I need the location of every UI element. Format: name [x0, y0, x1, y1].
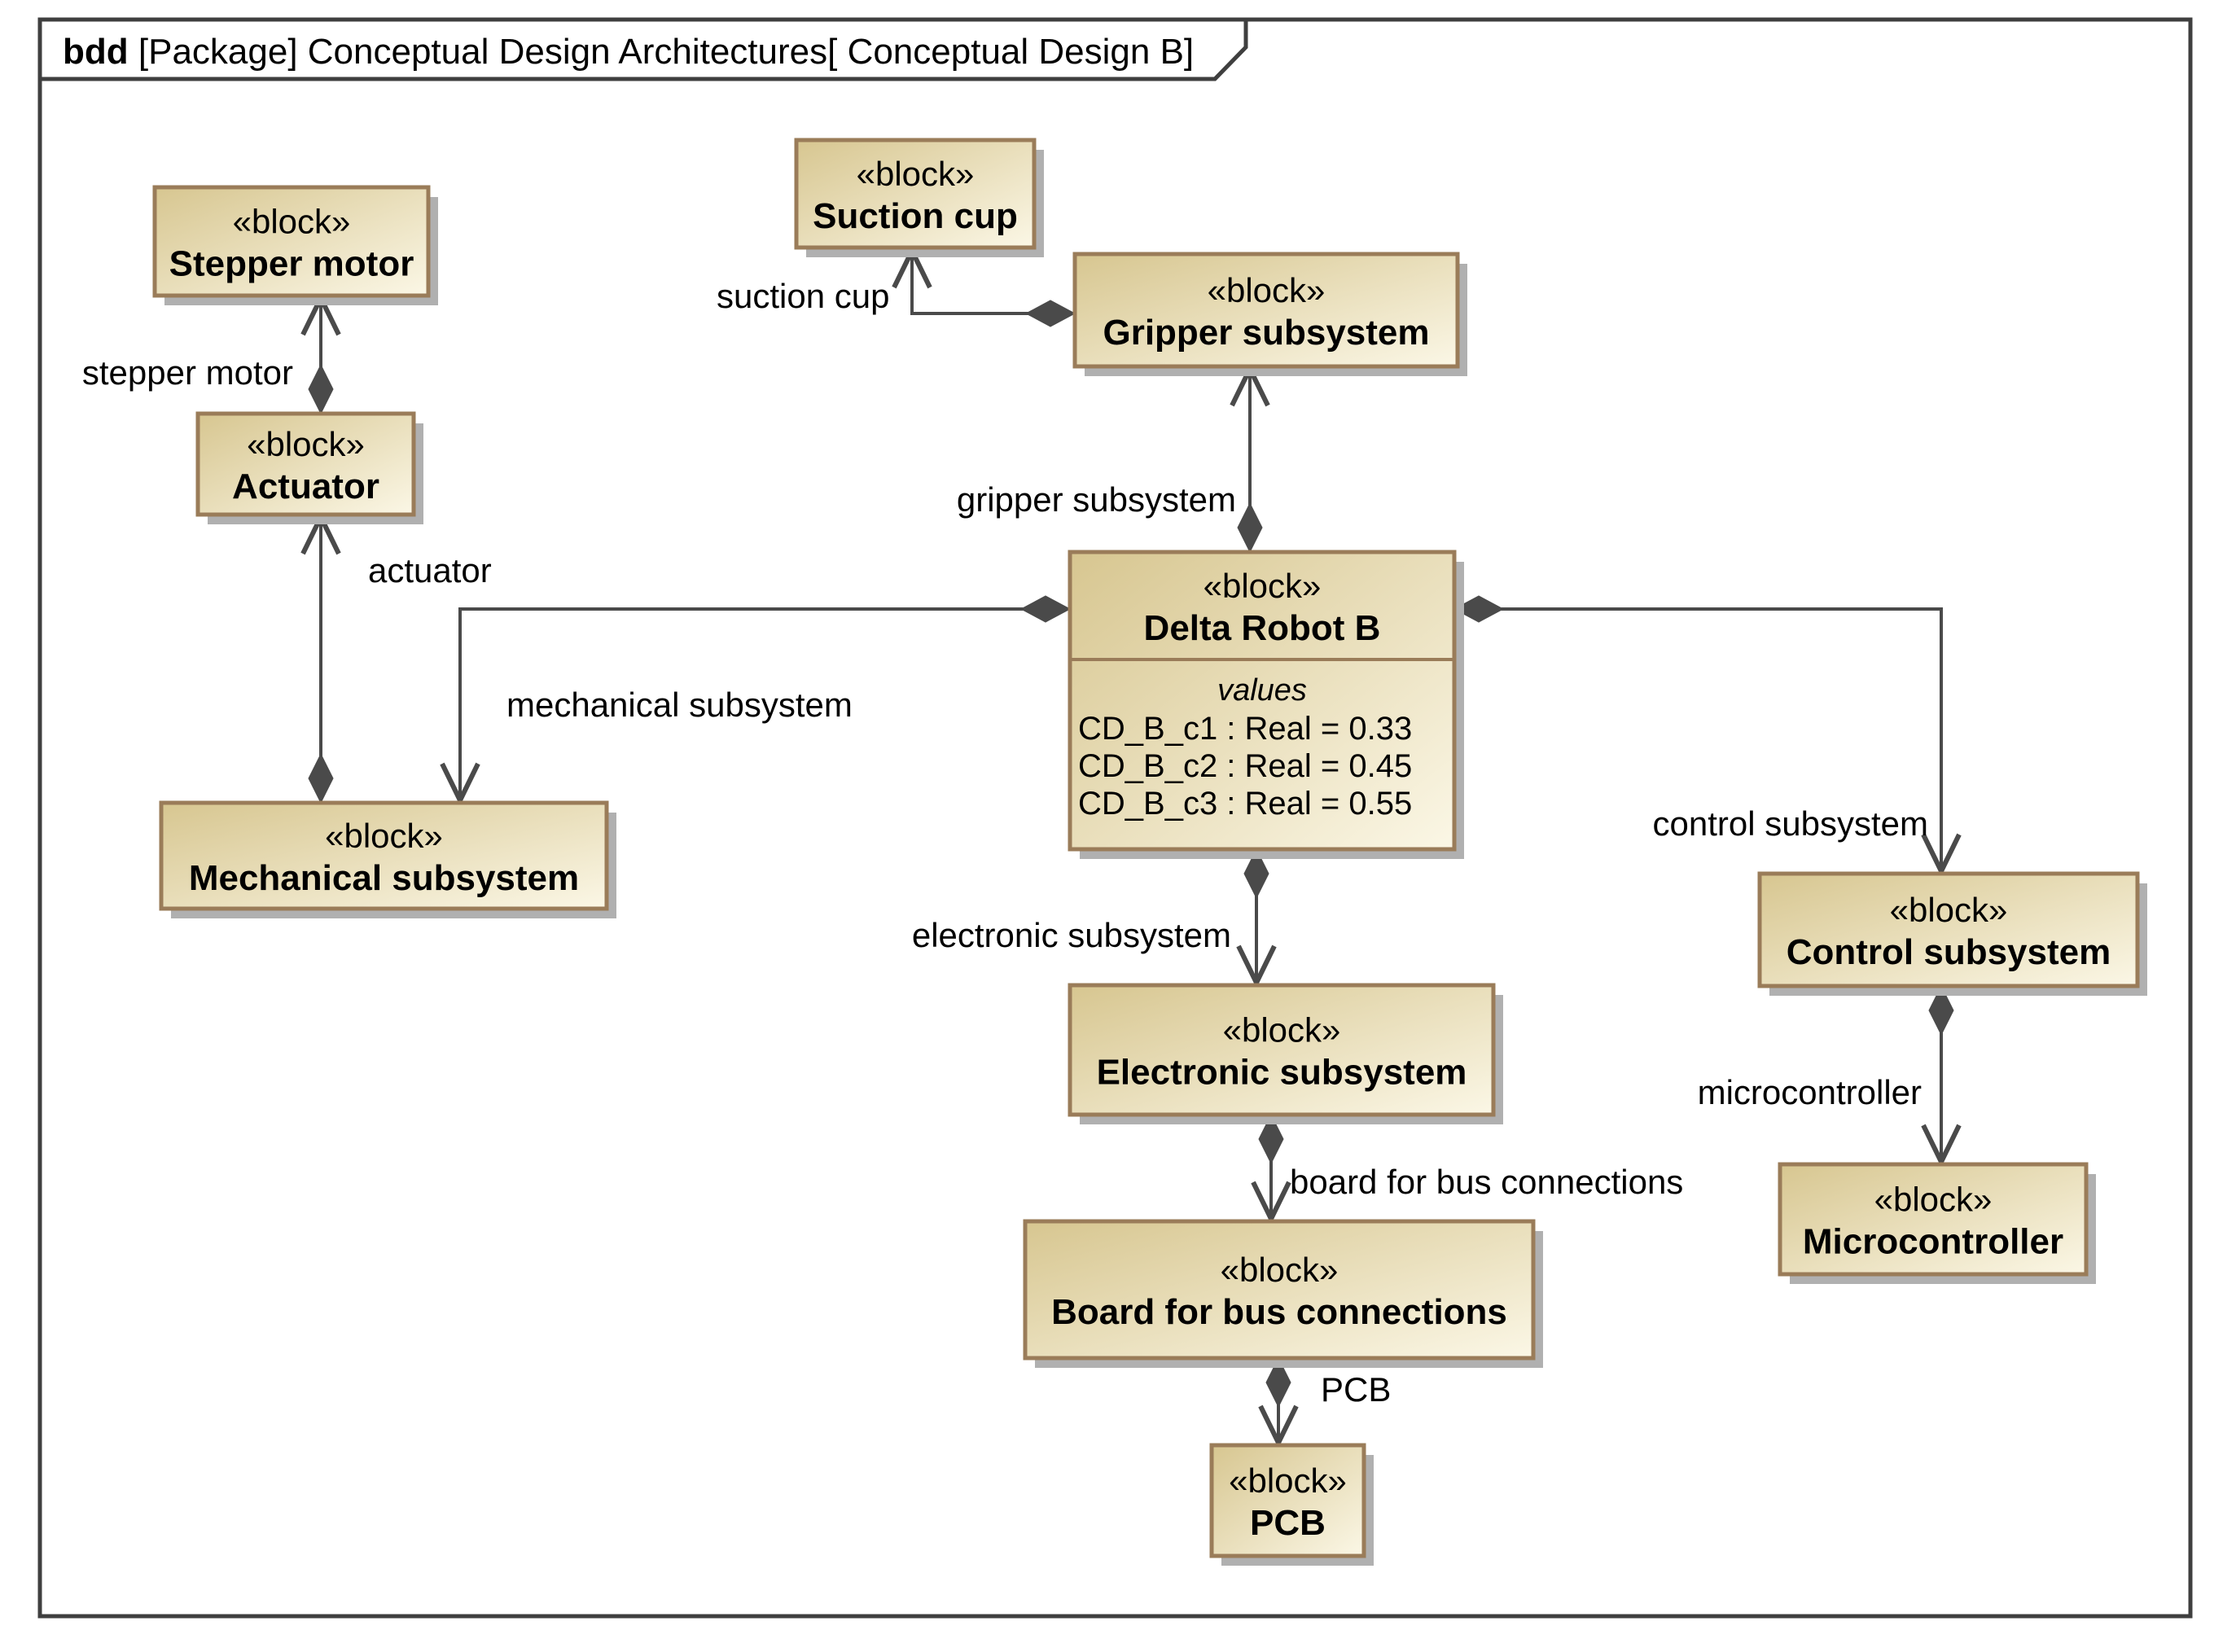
- mechanical-subsystem-assoc-role-label[interactable]: mechanical subsystem: [506, 686, 853, 724]
- pcb-name: PCB: [1250, 1503, 1326, 1543]
- delta-robot-b-stereotype: «block»: [1203, 567, 1322, 605]
- suction-cup-assoc-role-label[interactable]: suction cup: [717, 277, 889, 315]
- control-subsystem-name: Control subsystem: [1787, 932, 2111, 972]
- actuator-assoc-composition-diamond: [308, 752, 334, 804]
- stepper-motor-name: Stepper motor: [169, 244, 414, 284]
- control-subsystem-stereotype: «block»: [1890, 891, 2008, 929]
- electronic-subsystem-name: Electronic subsystem: [1097, 1053, 1467, 1093]
- electronic-subsystem-assoc-open-arrowhead-icon: [1236, 944, 1277, 988]
- delta-robot-b-value-property: CD_B_c3 : Real = 0.55: [1078, 786, 1412, 822]
- stepper-motor-assoc-role-label[interactable]: stepper motor: [82, 353, 293, 392]
- gripper-subsystem-assoc-composition-diamond: [1237, 502, 1263, 554]
- pcb-stereotype: «block»: [1229, 1461, 1347, 1500]
- connector-board-for-bus-connections-assoc: board for bus connections: [1251, 1113, 1683, 1225]
- connector-actuator-assoc: actuator: [300, 511, 492, 804]
- mechanical-subsystem-stereotype: «block»: [325, 817, 443, 855]
- mechanical-subsystem-assoc-open-arrowhead-icon: [440, 762, 480, 806]
- mechanical-subsystem-body[interactable]: [159, 800, 609, 911]
- block-electronic-subsystem[interactable]: «block» Electronic subsystem: [1068, 983, 1503, 1124]
- microcontroller-name: Microcontroller: [1803, 1222, 2063, 1262]
- delta-robot-b-value-property: CD_B_c1 : Real = 0.33: [1078, 711, 1412, 747]
- connector-pcb-assoc: PCB: [1258, 1356, 1391, 1448]
- pcb-assoc-composition-diamond: [1265, 1356, 1291, 1409]
- actuator-body[interactable]: [195, 411, 416, 517]
- suction-cup-assoc-line[interactable]: [910, 248, 1075, 315]
- control-subsystem-assoc-role-label[interactable]: control subsystem: [1653, 804, 1928, 843]
- pcb-assoc-role-label[interactable]: PCB: [1321, 1370, 1391, 1409]
- gripper-subsystem-assoc-role-label[interactable]: gripper subsystem: [957, 480, 1236, 519]
- control-subsystem-assoc-open-arrowhead-icon: [1921, 833, 1962, 877]
- block-pcb[interactable]: «block»PCB: [1209, 1443, 1374, 1566]
- connector-gripper-subsystem-assoc: gripper subsystem: [957, 363, 1270, 554]
- mechanical-subsystem-assoc-composition-diamond: [1019, 595, 1072, 623]
- control-subsystem-assoc-line[interactable]: [1454, 607, 1943, 874]
- electronic-subsystem-assoc-role-label[interactable]: electronic subsystem: [912, 916, 1231, 954]
- suction-cup-name: Suction cup: [813, 196, 1018, 236]
- gripper-subsystem-stereotype: «block»: [1208, 271, 1326, 309]
- delta-robot-b-values-compartment-title: values: [1217, 673, 1307, 708]
- board-for-bus-connections-assoc-open-arrowhead-icon: [1251, 1181, 1291, 1225]
- suction-cup-stereotype: «block»: [857, 155, 975, 193]
- actuator-assoc-role-label[interactable]: actuator: [368, 551, 492, 589]
- block-gripper-subsystem[interactable]: «block» Gripper subsystem: [1072, 252, 1467, 376]
- connector-microcontroller-assoc: microcontroller: [1698, 984, 1962, 1168]
- block-actuator[interactable]: «block» Actuator: [195, 411, 423, 524]
- microcontroller-body[interactable]: [1778, 1162, 2089, 1277]
- connector-stepper-motor-assoc: stepper motor: [82, 292, 341, 415]
- stepper-motor-body[interactable]: [152, 185, 431, 298]
- block-control-subsystem[interactable]: «block»Control subsystem: [1757, 871, 2147, 996]
- board-for-bus-connections-assoc-composition-diamond: [1258, 1113, 1284, 1165]
- electronic-subsystem-assoc-composition-diamond: [1243, 848, 1269, 900]
- actuator-name: Actuator: [232, 467, 379, 506]
- board-for-bus-connections-name: Board for bus connections: [1051, 1292, 1507, 1332]
- electronic-subsystem-body[interactable]: [1068, 983, 1496, 1117]
- diagram-title: bdd [Package] Conceptual Design Architec…: [63, 32, 1194, 72]
- delta-robot-b-body[interactable]: [1068, 550, 1457, 852]
- connector-control-subsystem-assoc: control subsystem: [1453, 595, 1962, 877]
- mechanical-subsystem-name: Mechanical subsystem: [189, 858, 579, 898]
- gripper-subsystem-name: Gripper subsystem: [1103, 313, 1429, 353]
- microcontroller-assoc-role-label[interactable]: microcontroller: [1698, 1073, 1922, 1111]
- electronic-subsystem-stereotype: «block»: [1223, 1011, 1341, 1049]
- pcb-assoc-open-arrowhead-icon: [1258, 1404, 1299, 1448]
- microcontroller-assoc-open-arrowhead-icon: [1921, 1124, 1962, 1168]
- gripper-subsystem-body[interactable]: [1072, 252, 1460, 369]
- connector-suction-cup-assoc: suction cup: [717, 245, 1076, 327]
- actuator-stereotype: «block»: [247, 425, 365, 463]
- board-for-bus-connections-assoc-role-label[interactable]: board for bus connections: [1290, 1163, 1683, 1201]
- delta-robot-b-name: Delta Robot B: [1144, 608, 1381, 648]
- stepper-motor-stereotype: «block»: [233, 203, 351, 241]
- block-microcontroller[interactable]: «block»Microcontroller: [1778, 1162, 2096, 1284]
- delta-robot-b-value-property: CD_B_c2 : Real = 0.45: [1078, 748, 1412, 784]
- block-suction-cup[interactable]: «block»Suction cup: [794, 138, 1044, 257]
- suction-cup-assoc-composition-diamond: [1024, 300, 1076, 327]
- stepper-motor-assoc-composition-diamond: [308, 363, 334, 415]
- control-subsystem-body[interactable]: [1757, 871, 2140, 988]
- suction-cup-body[interactable]: [794, 138, 1037, 250]
- board-for-bus-connections-body[interactable]: [1023, 1219, 1536, 1361]
- block-stepper-motor[interactable]: «block»Stepper motor: [152, 185, 438, 305]
- microcontroller-assoc-composition-diamond: [1928, 984, 1954, 1036]
- control-subsystem-assoc-composition-diamond: [1453, 595, 1505, 623]
- connector-electronic-subsystem-assoc: electronic subsystem: [912, 848, 1277, 988]
- connector-mechanical-subsystem-assoc: mechanical subsystem: [440, 595, 1072, 806]
- pcb-body[interactable]: [1209, 1443, 1366, 1558]
- block-board-for-bus-connections[interactable]: «block»Board for bus connections: [1023, 1219, 1543, 1368]
- block-mechanical-subsystem[interactable]: «block»Mechanical subsystem: [159, 800, 616, 918]
- microcontroller-stereotype: «block»: [1874, 1181, 1993, 1219]
- diagram-title-tab: [37, 17, 1248, 81]
- mechanical-subsystem-assoc-line[interactable]: [458, 607, 1070, 803]
- board-for-bus-connections-stereotype: «block»: [1221, 1251, 1339, 1289]
